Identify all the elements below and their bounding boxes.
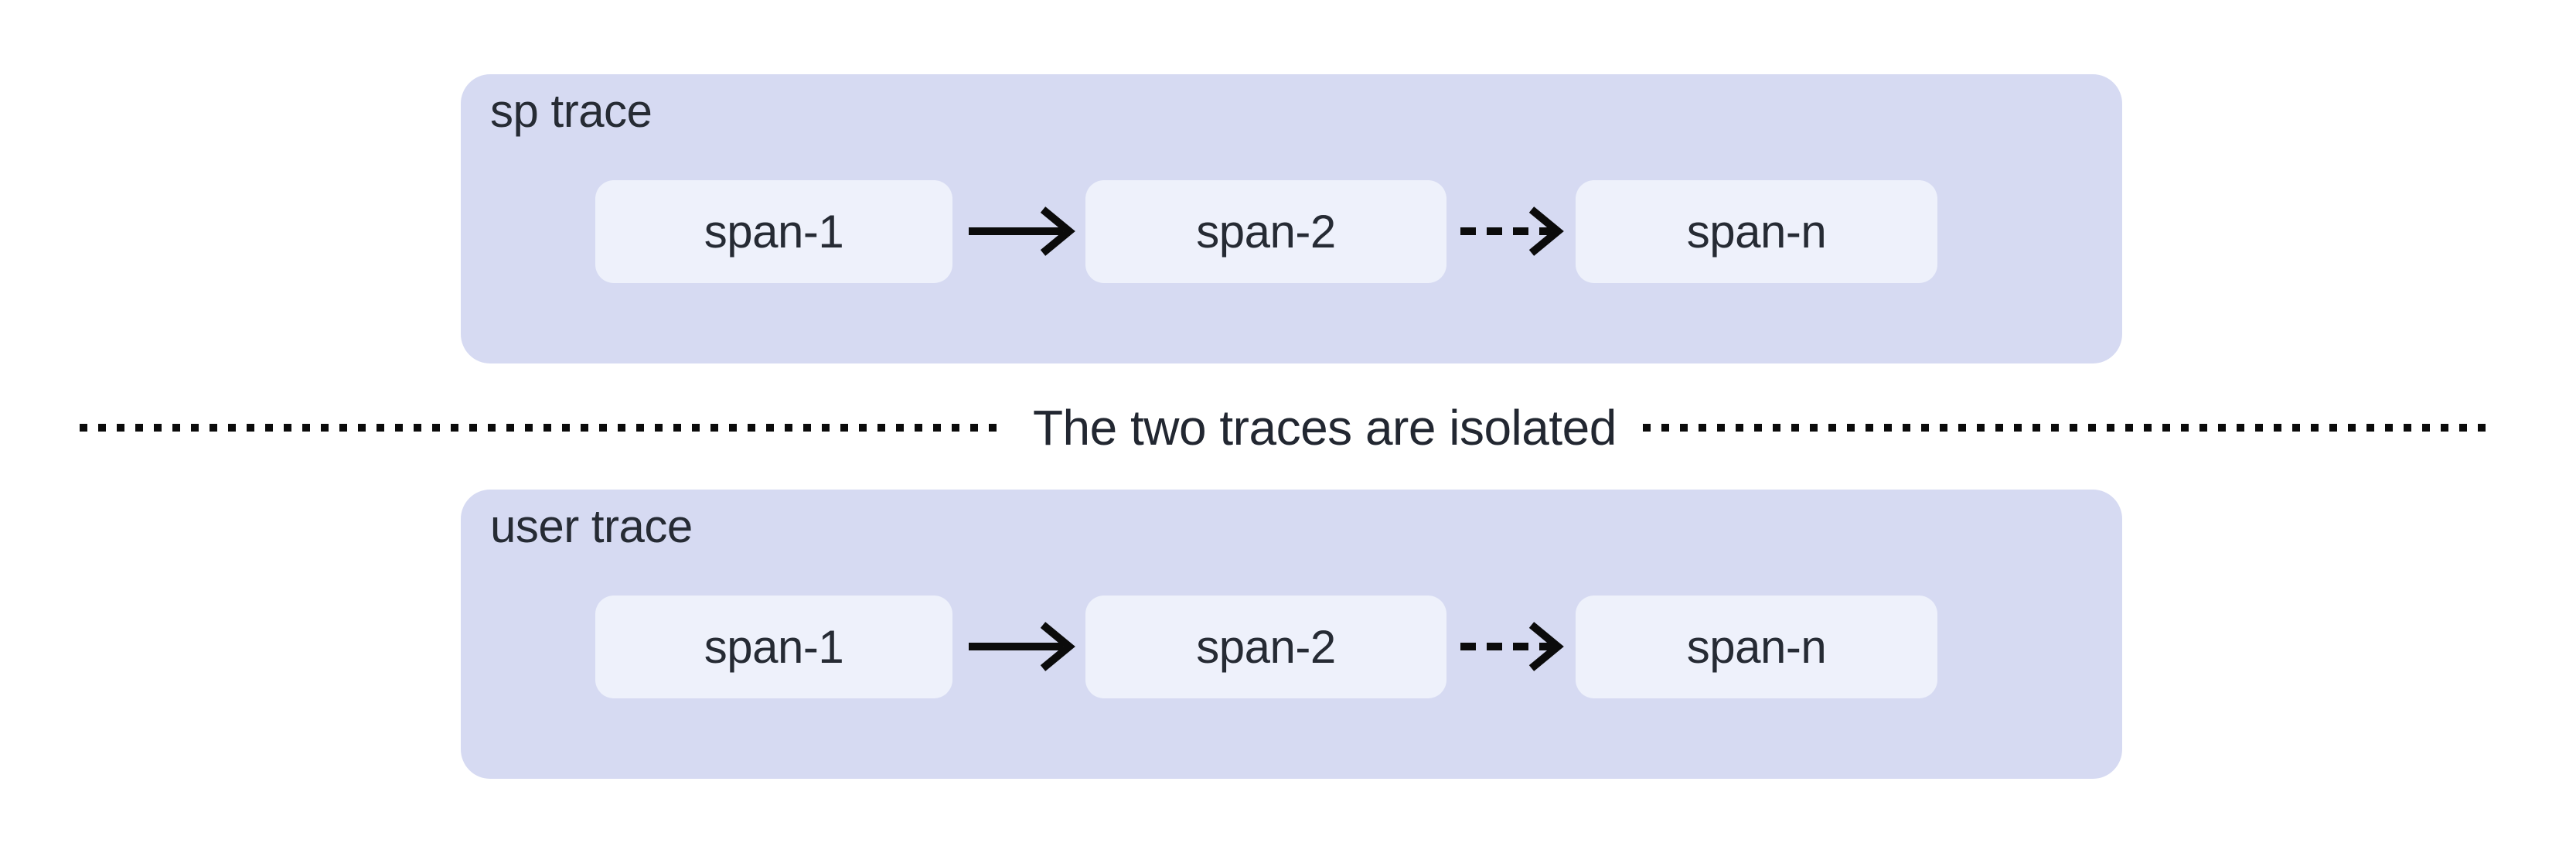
dashed-arrow-icon	[1460, 622, 1564, 671]
span-box: span-1	[595, 180, 952, 283]
trace-group-sp: sp trace span-1 span-2 span-n	[461, 74, 2122, 363]
solid-arrow-icon	[969, 206, 1075, 256]
divider-label: The two traces are isolated	[1032, 400, 1617, 456]
trace-label: sp trace	[490, 85, 653, 137]
divider-dotted-line-left	[80, 424, 1007, 432]
isolation-divider: The two traces are isolated	[80, 400, 2496, 456]
solid-arrow-icon	[969, 622, 1075, 671]
divider-dotted-line-right	[1642, 424, 2496, 432]
span-box: span-2	[1085, 180, 1446, 283]
span-box: span-n	[1576, 596, 1937, 698]
span-box: span-n	[1576, 180, 1937, 283]
span-box: span-1	[595, 596, 952, 698]
trace-label: user trace	[490, 500, 693, 552]
trace-group-user: user trace span-1 span-2 span-n	[461, 490, 2122, 779]
dashed-arrow-icon	[1460, 206, 1564, 256]
span-box: span-2	[1085, 596, 1446, 698]
